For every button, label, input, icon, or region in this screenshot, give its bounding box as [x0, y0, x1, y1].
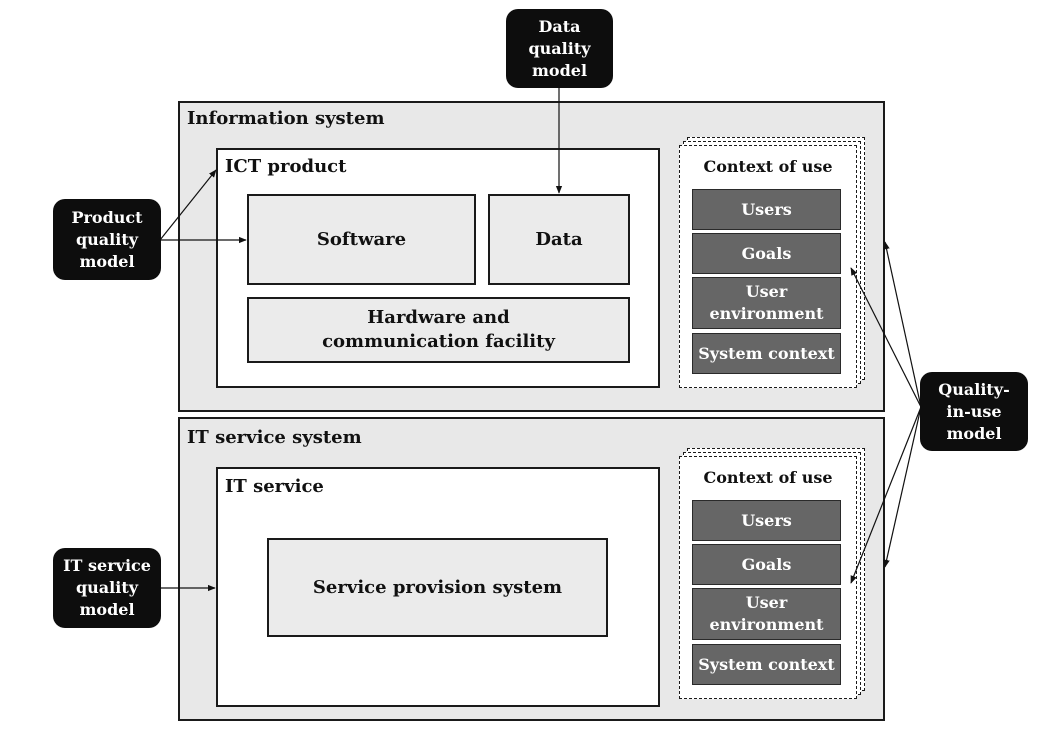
- context-of-use-title: Context of use: [703, 468, 833, 487]
- data-quality-model: Data quality model: [506, 9, 613, 88]
- ict-product-title: ICT product: [225, 156, 347, 177]
- context-goals: Goals: [692, 544, 841, 585]
- product-quality-model: Product quality model: [53, 199, 161, 280]
- context-system-context: System context: [692, 644, 841, 685]
- context-of-use-title: Context of use: [703, 157, 833, 176]
- context-user-environment: User environment: [692, 588, 841, 640]
- context-system-context: System context: [692, 333, 841, 374]
- context-goals: Goals: [692, 233, 841, 274]
- hardware-box: Hardware and communication facility: [247, 297, 630, 363]
- software-box: Software: [247, 194, 476, 285]
- context-users: Users: [692, 189, 841, 230]
- arrow-qiu-to-it-service-system: [883, 406, 922, 568]
- it-service-system-title: IT service system: [187, 427, 362, 448]
- it-service-title: IT service: [225, 476, 324, 497]
- quality-in-use-model: Quality-in-use model: [920, 372, 1028, 451]
- arrow-qiu-to-information-system: [883, 241, 922, 408]
- service-provision-box: Service provision system: [267, 538, 608, 637]
- context-user-environment: User environment: [692, 277, 841, 329]
- it-service-quality-model: IT service quality model: [53, 548, 161, 628]
- context-users: Users: [692, 500, 841, 541]
- data-box: Data: [488, 194, 630, 285]
- information-system-title: Information system: [187, 108, 385, 129]
